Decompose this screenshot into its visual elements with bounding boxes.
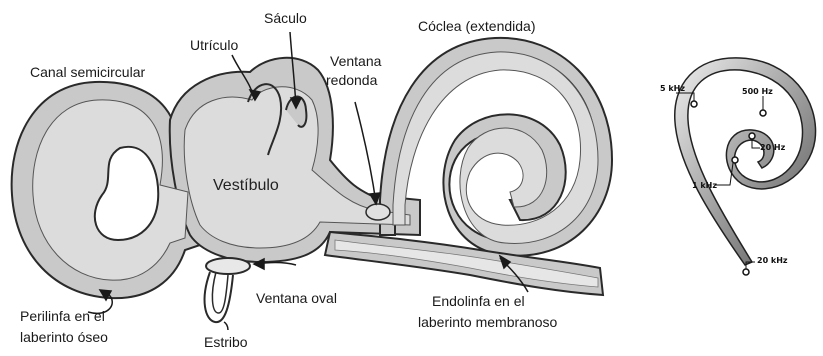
label-perilinfa-line2: laberinto óseo — [20, 329, 108, 346]
label-5khz: 5 kHz — [660, 84, 685, 93]
round-window — [366, 204, 390, 220]
label-1khz: 1 kHz — [692, 181, 717, 190]
label-500hz: 500 Hz — [742, 87, 773, 96]
label-endolinfa-line1: Endolinfa en el — [432, 293, 525, 310]
label-saculo: Sáculo — [264, 10, 307, 27]
marker-5khz — [691, 101, 697, 107]
label-ventana-oval: Ventana oval — [256, 290, 337, 307]
marker-500hz — [760, 110, 766, 116]
leader-estribo — [224, 322, 228, 330]
stapes-icon — [205, 258, 250, 322]
label-ventana-redonda-line1: Ventana — [330, 53, 381, 70]
label-utriculo: Utrículo — [190, 37, 238, 54]
label-20hz: 20 Hz — [760, 143, 785, 152]
marker-20khz — [743, 269, 749, 275]
label-estribo: Estribo — [204, 334, 248, 351]
label-canal-semicircular: Canal semicircular — [30, 64, 145, 81]
marker-20hz — [749, 133, 755, 139]
marker-1khz — [732, 157, 738, 163]
label-endolinfa-line2: laberinto membranoso — [418, 314, 557, 331]
label-20khz: 20 kHz — [757, 256, 788, 265]
label-coclea-extendida: Cóclea (extendida) — [418, 18, 536, 35]
label-ventana-redonda-line2: redonda — [326, 72, 377, 89]
label-vestibulo: Vestíbulo — [213, 177, 279, 194]
label-perilinfa-line1: Perilinfa en el — [20, 308, 105, 325]
